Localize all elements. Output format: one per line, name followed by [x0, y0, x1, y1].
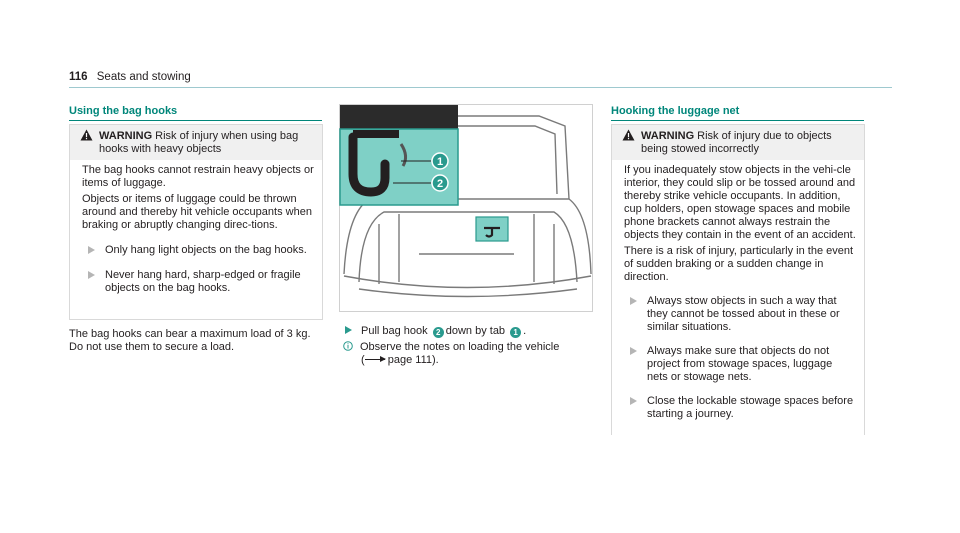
warning-label: WARNING — [99, 130, 153, 142]
heading-bag-hooks: Using the bag hooks — [69, 105, 178, 117]
arrow-icon — [630, 347, 637, 355]
page-ref-arrow-icon — [364, 356, 386, 362]
bullet-item: Always stow objects in such a way that t… — [624, 295, 856, 334]
arrow-icon — [88, 246, 95, 254]
heading-rule — [69, 120, 322, 121]
heading-rule — [611, 120, 864, 121]
callout-1-icon — [431, 152, 449, 170]
page-header: 116 Seats and stowing — [69, 71, 191, 83]
bullet-item: Never hang hard, sharp-edged or fragile … — [82, 269, 314, 295]
info-note: Observe the notes on loading the vehicle… — [339, 341, 599, 367]
load-note: The bag hooks can bear a maximum load of… — [69, 328, 311, 353]
paragraph: If you inadequately stow objects in the … — [624, 164, 856, 241]
arrow-icon — [88, 271, 95, 279]
bullet-item: Only hang light objects on the bag hooks… — [82, 244, 314, 257]
bullet-item: Always make sure that objects do not pro… — [624, 345, 856, 384]
bullet-item: Close the lockable stowage spaces before… — [624, 395, 856, 421]
page-reference-link[interactable]: page 111 — [387, 354, 432, 366]
warning-icon — [622, 129, 635, 141]
warning-text: Risk of injury when using bag hooks with… — [99, 130, 299, 155]
arrow-icon — [630, 297, 637, 305]
warning-label: WARNING — [641, 130, 695, 142]
header-rule — [69, 87, 892, 88]
warning-icon — [80, 129, 93, 141]
paragraph: There is a risk of injury, particularly … — [624, 245, 854, 283]
paragraph: Objects or items of luggage could be thr… — [82, 193, 312, 231]
callout-2-icon — [431, 174, 449, 192]
warning-body: The bag hooks cannot restrain heavy obje… — [70, 160, 322, 295]
callout-1-icon: 1 — [510, 327, 522, 338]
arrow-icon — [630, 397, 637, 405]
warning-text: Risk of injury due to objects being stow… — [641, 130, 832, 155]
info-icon — [343, 341, 353, 351]
section-title: Seats and stowing — [96, 71, 191, 83]
page-number: 116 — [69, 71, 88, 83]
heading-luggage-net: Hooking the luggage net — [611, 105, 740, 117]
warning-body: If you inadequately stow objects in the … — [612, 160, 864, 421]
callout-2-label: 2 — [437, 178, 443, 190]
arrow-icon — [345, 326, 352, 334]
paragraph: The bag hooks cannot restrain heavy obje… — [82, 164, 314, 189]
trunk-figure: 1 2 — [339, 104, 593, 312]
callout-1-label: 1 — [437, 156, 443, 168]
callout-2-icon: 2 — [432, 327, 444, 338]
